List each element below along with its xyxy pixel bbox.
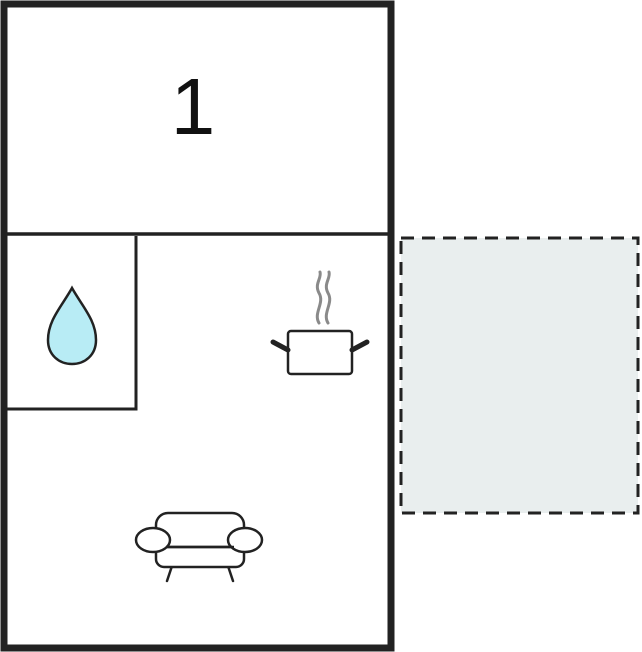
cooking-pot-icon — [270, 270, 370, 376]
terrace-area — [399, 236, 640, 515]
room-number-label: 1 — [171, 62, 216, 151]
sofa-leg-right — [226, 564, 235, 583]
water-drop-icon — [46, 285, 98, 366]
pot-body — [286, 329, 354, 376]
sofa-icon — [134, 511, 264, 583]
sofa-armrest-left — [134, 526, 172, 554]
pot-handle-right — [349, 339, 370, 353]
sofa-leg-left — [165, 564, 174, 583]
unit-outer-wall — [0, 0, 395, 652]
bathroom-wall — [6, 236, 138, 411]
pot-handle-left — [270, 339, 291, 353]
steam-wisp-left — [315, 270, 323, 325]
steam-wisp-right — [324, 270, 332, 325]
sofa-armrest-right — [226, 526, 264, 554]
